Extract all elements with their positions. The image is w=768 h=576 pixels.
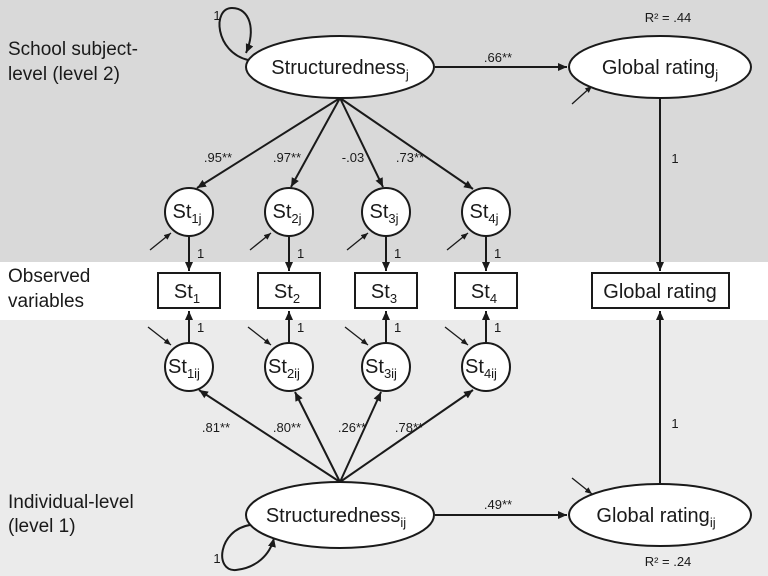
edge-load-2j [290, 97, 341, 188]
coef-load-4j: .73** [396, 150, 424, 165]
coef-load-1ij: .81** [202, 420, 230, 435]
svg-text:St3ij: St3ij [365, 356, 397, 381]
svg-text:St2: St2 [274, 281, 300, 306]
edge-load-1ij [198, 389, 341, 483]
node-st-4ij: St4ij [461, 342, 511, 392]
svg-text:St1: St1 [174, 281, 200, 306]
label-one-st3ij: 1 [394, 320, 401, 335]
residual-st4j [446, 232, 469, 251]
label-one-global-ij: 1 [671, 416, 678, 431]
node-observed-global-rating: Global rating [591, 272, 730, 309]
node-st-2j: St2j [264, 187, 314, 237]
edge-load-1j [196, 97, 341, 189]
coef-load-3ij: .26** [338, 420, 366, 435]
node-structuredness-j: Structurednessj [245, 35, 435, 99]
label-one-global-j: 1 [671, 151, 678, 166]
coef-load-2ij: .80** [273, 420, 301, 435]
residual-st3j [346, 232, 369, 251]
node-st-2ij: St2ij [264, 342, 314, 392]
svg-text:St4j: St4j [469, 201, 498, 226]
coef-load-3j: -.03 [342, 150, 364, 165]
coef-load-2j: .97** [273, 150, 301, 165]
node-st-1ij: St1ij [164, 342, 214, 392]
observed-label-line1: Observed [8, 266, 90, 287]
edge-load-2ij [294, 391, 341, 483]
svg-text:St3: St3 [371, 281, 397, 306]
edge-load-4j [339, 97, 474, 190]
label-one-st1j: 1 [197, 246, 204, 261]
svg-text:Global ratingj: Global ratingj [602, 57, 718, 82]
label-one-variance-ij: 1 [213, 551, 220, 566]
residual-st1j [149, 232, 172, 251]
r2-global-j: R² = .44 [645, 10, 692, 25]
node-st-3j: St3j [361, 187, 411, 237]
variance-loop-struct-ij [221, 524, 276, 572]
label-one-st4ij: 1 [494, 320, 501, 335]
svg-text:Structurednessj: Structurednessj [271, 57, 409, 82]
svg-text:St2ij: St2ij [268, 356, 300, 381]
label-one-st3j: 1 [394, 246, 401, 261]
edge-load-4ij [339, 389, 474, 483]
label-one-variance-j: 1 [213, 8, 220, 23]
residual-global-ij [571, 477, 593, 495]
svg-text:Global ratingij: Global ratingij [596, 505, 715, 530]
variance-loop-struct-j [218, 6, 254, 61]
node-global-rating-ij: Global ratingij [568, 483, 752, 547]
residual-st2j [249, 232, 272, 251]
coef-load-4ij: .78** [395, 420, 423, 435]
residual-st4ij [444, 326, 469, 346]
node-observed-st3: St3 [354, 272, 418, 309]
svg-text:St4ij: St4ij [465, 356, 497, 381]
coef-struct-global-ij: .49** [484, 497, 512, 512]
coef-struct-global-j: .66** [484, 50, 512, 65]
svg-text:St2j: St2j [272, 201, 301, 226]
label-one-st4j: 1 [494, 246, 501, 261]
level2-label-line1: School subject- [8, 39, 138, 60]
node-st-3ij: St3ij [361, 342, 411, 392]
level1-label-line1: Individual-level [8, 492, 134, 513]
coef-load-1j: .95** [204, 150, 232, 165]
svg-text:St1j: St1j [172, 201, 201, 226]
level2-label-line2: level (level 2) [8, 64, 120, 85]
svg-text:St1ij: St1ij [168, 356, 200, 381]
svg-text:St4: St4 [471, 281, 497, 306]
label-one-st2j: 1 [297, 246, 304, 261]
node-observed-st4: St4 [454, 272, 518, 309]
node-st-1j: St1j [164, 187, 214, 237]
node-observed-st1: St1 [157, 272, 221, 309]
svg-text:Structurednessij: Structurednessij [266, 505, 406, 530]
residual-st3ij [344, 326, 369, 346]
label-one-st1ij: 1 [197, 320, 204, 335]
residual-st1ij [147, 326, 172, 346]
observed-label-line2: variables [8, 291, 84, 312]
residual-global-j [571, 85, 593, 105]
svg-text:Global rating: Global rating [603, 281, 716, 303]
svg-text:St3j: St3j [369, 201, 398, 226]
level1-label-line2: (level 1) [8, 516, 76, 537]
node-global-rating-j: Global ratingj [568, 35, 752, 99]
node-observed-st2: St2 [257, 272, 321, 309]
residual-st2ij [247, 326, 272, 346]
edge-load-3j [339, 97, 384, 188]
label-one-st2ij: 1 [297, 320, 304, 335]
node-st-4j: St4j [461, 187, 511, 237]
r2-global-ij: R² = .24 [645, 554, 692, 569]
node-structuredness-ij: Structurednessij [245, 481, 435, 549]
edge-load-3ij [339, 391, 382, 483]
